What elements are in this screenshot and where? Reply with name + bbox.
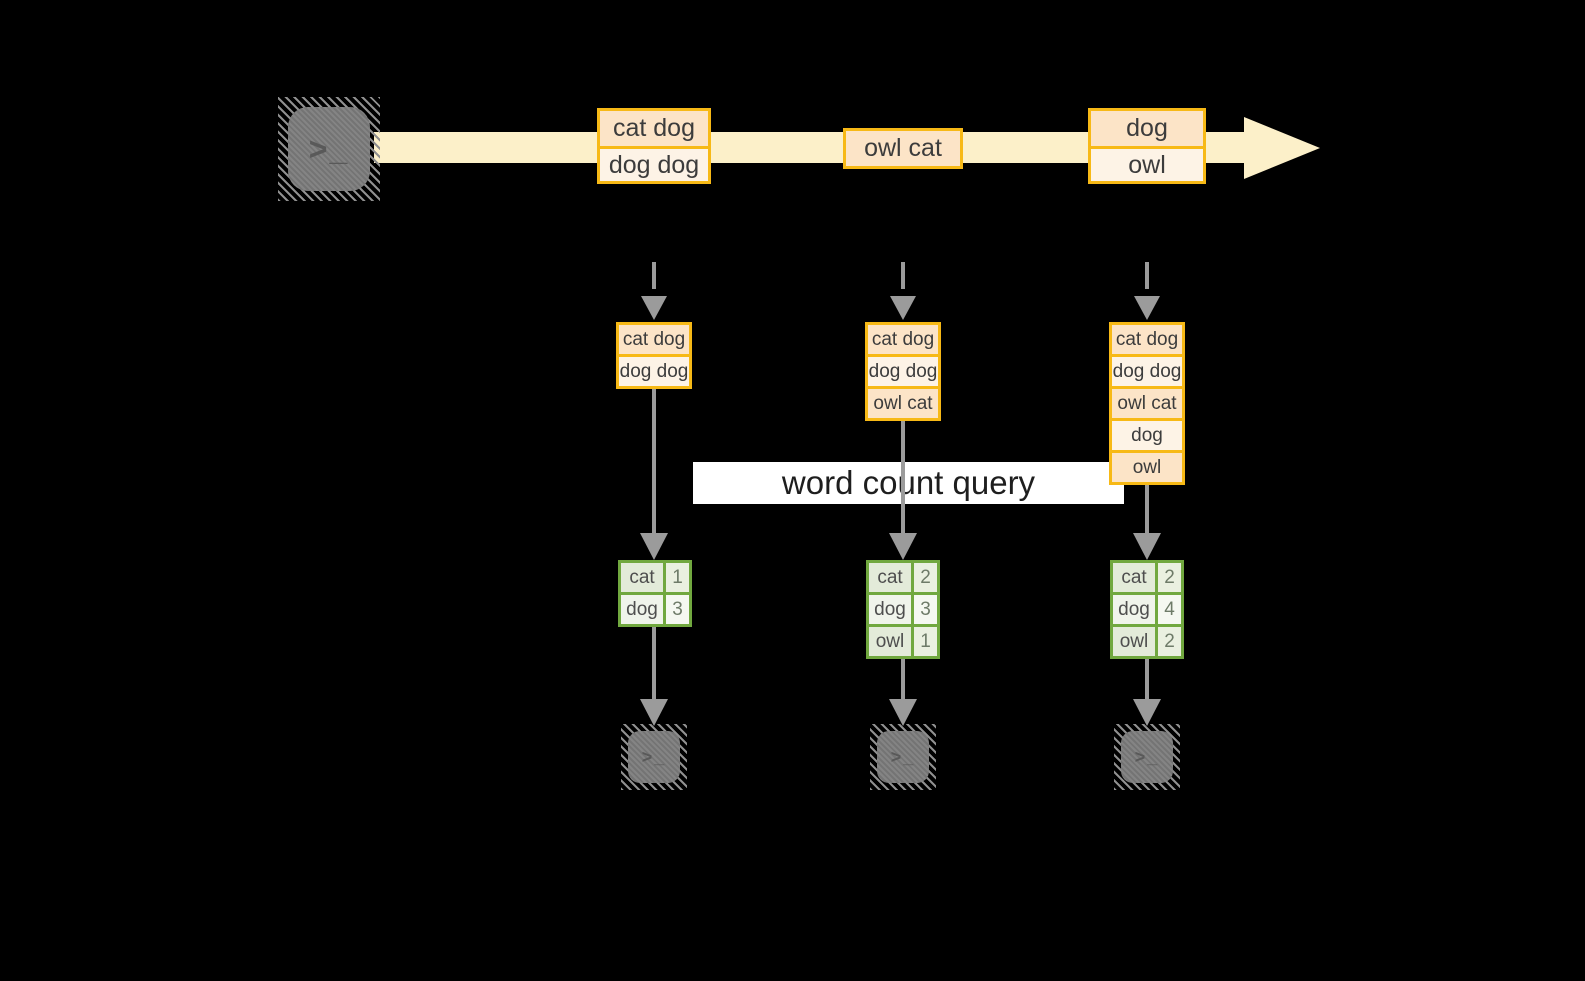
sink-terminal-icon-3: >_ [1114, 724, 1180, 790]
ingest-arrow-dashed-1 [652, 262, 656, 289]
state-to-result-arrowhead-2 [889, 533, 917, 560]
result-table-3: cat 2 dog 4 owl 2 [1110, 560, 1184, 659]
result-row: owl 1 [869, 624, 937, 656]
result-word: cat [621, 563, 663, 592]
result-to-sink-arrow-3 [1145, 659, 1149, 699]
terminal-prompt-icon: >_ [890, 746, 916, 767]
state-row: dog dog [619, 354, 689, 386]
result-count: 1 [911, 627, 937, 656]
result-to-sink-arrowhead-3 [1133, 699, 1161, 726]
result-word: cat [1113, 563, 1155, 592]
result-count: 3 [911, 595, 937, 624]
stream-record: dog dog [600, 146, 708, 181]
result-word: owl [1113, 627, 1155, 656]
state-row: cat dog [868, 325, 938, 354]
state-to-result-arrowhead-3 [1133, 533, 1161, 560]
ingest-arrowhead-1 [641, 296, 667, 320]
result-to-sink-arrowhead-2 [889, 699, 917, 726]
stream-batch-3: dog owl [1088, 108, 1206, 184]
terminal-icon-body: >_ [288, 107, 370, 191]
result-table-1: cat 1 dog 3 [618, 560, 692, 627]
result-to-sink-arrowhead-1 [640, 699, 668, 726]
state-to-result-arrow-3 [1145, 485, 1149, 533]
query-label-band: word count query [693, 462, 1124, 504]
result-to-sink-arrow-2 [901, 659, 905, 699]
state-stack-1: cat dog dog dog [616, 322, 692, 389]
state-stack-2: cat dog dog dog owl cat [865, 322, 941, 421]
stream-batch-2: owl cat [843, 128, 963, 169]
result-row: cat 2 [869, 563, 937, 592]
source-terminal-icon: >_ [278, 97, 380, 201]
stream-record: owl cat [846, 131, 960, 166]
result-count: 2 [1155, 627, 1181, 656]
result-row: dog 4 [1113, 592, 1181, 624]
result-word: dog [1113, 595, 1155, 624]
ingest-arrowhead-2 [890, 296, 916, 320]
result-row: cat 1 [621, 563, 689, 592]
stream-record: owl [1091, 146, 1203, 181]
result-table-2: cat 2 dog 3 owl 1 [866, 560, 940, 659]
terminal-prompt-icon: >_ [641, 746, 667, 767]
result-word: cat [869, 563, 911, 592]
result-word: dog [869, 595, 911, 624]
state-to-result-arrow-2 [901, 421, 905, 533]
state-row: owl cat [868, 386, 938, 418]
result-row: owl 2 [1113, 624, 1181, 656]
state-row: dog [1112, 418, 1182, 450]
state-to-result-arrowhead-1 [640, 533, 668, 560]
stream-record: dog [1091, 111, 1203, 146]
ingest-arrow-dashed-3 [1145, 262, 1149, 289]
state-row: cat dog [619, 325, 689, 354]
state-row: owl [1112, 450, 1182, 482]
terminal-prompt-icon: >_ [1134, 746, 1160, 767]
result-row: cat 2 [1113, 563, 1181, 592]
sink-terminal-icon-1: >_ [621, 724, 687, 790]
query-label: word count query [781, 464, 1036, 501]
terminal-icon-body: >_ [877, 731, 929, 783]
result-count: 2 [911, 563, 937, 592]
result-to-sink-arrow-1 [652, 627, 656, 699]
state-stack-3: cat dog dog dog owl cat dog owl [1109, 322, 1185, 485]
result-row: dog 3 [869, 592, 937, 624]
state-row: dog dog [1112, 354, 1182, 386]
terminal-prompt-icon: >_ [308, 130, 350, 167]
result-count: 4 [1155, 595, 1181, 624]
state-to-result-arrow-1 [652, 389, 656, 533]
terminal-icon-body: >_ [628, 731, 680, 783]
state-row: cat dog [1112, 325, 1182, 354]
result-count: 3 [663, 595, 689, 624]
sink-terminal-icon-2: >_ [870, 724, 936, 790]
result-count: 2 [1155, 563, 1181, 592]
result-count: 1 [663, 563, 689, 592]
result-word: owl [869, 627, 911, 656]
stream-record: cat dog [600, 111, 708, 146]
stream-batch-1: cat dog dog dog [597, 108, 711, 184]
terminal-icon-body: >_ [1121, 731, 1173, 783]
ingest-arrow-dashed-2 [901, 262, 905, 289]
state-row: owl cat [1112, 386, 1182, 418]
state-row: dog dog [868, 354, 938, 386]
stream-arrowhead-icon [1244, 117, 1320, 179]
ingest-arrowhead-3 [1134, 296, 1160, 320]
result-row: dog 3 [621, 592, 689, 624]
result-word: dog [621, 595, 663, 624]
